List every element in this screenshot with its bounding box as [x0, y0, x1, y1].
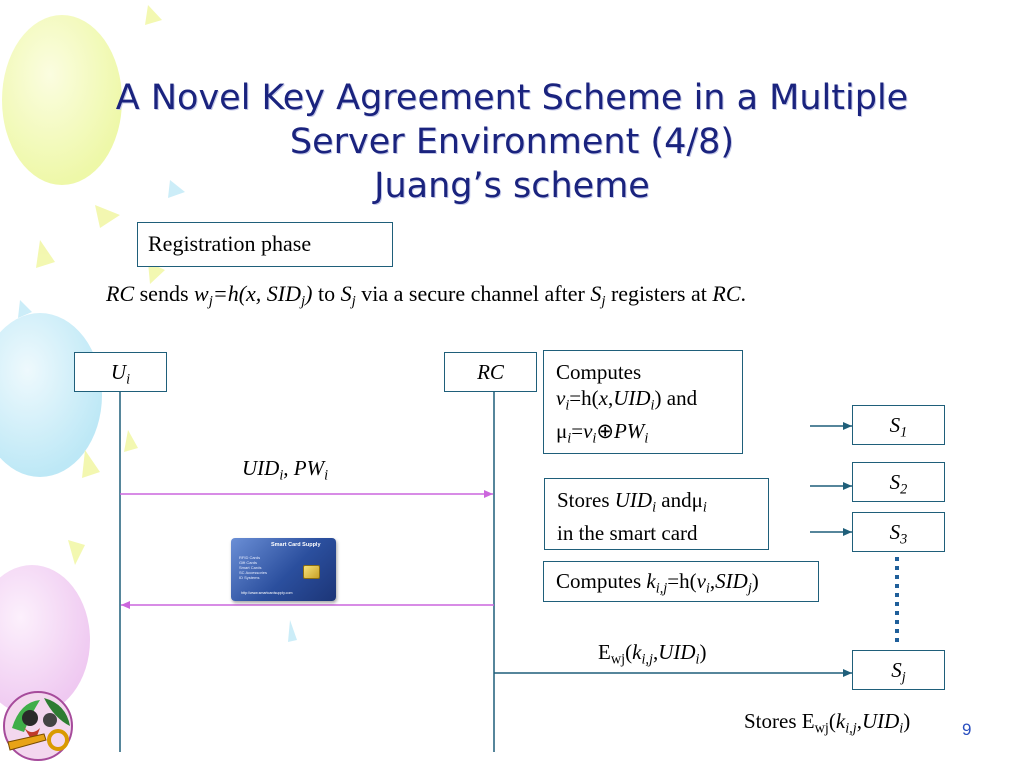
server-sj-box: Sj [852, 650, 945, 690]
compute-kij-box: Computes ki,j=h(vi,SIDj) [543, 561, 819, 602]
server-s1-box: S1 [852, 405, 945, 445]
intro-sentence: RC sends wj=h(x, SIDj) to Sj via a secur… [106, 281, 746, 310]
msg-ewj-label: Ewj(ki,j,UIDi) [598, 640, 707, 668]
page-number: 9 [962, 720, 972, 739]
stores-final-label: Stores Ewj(ki,j,UIDi) [744, 709, 911, 737]
title-line-2: Server Environment (4/8) [289, 122, 735, 162]
rc-actor-box: RC [444, 352, 537, 392]
yellow-balloon [2, 15, 122, 185]
smart-card-image: Smart Card Supply RFID Cards Gift Cards … [231, 538, 336, 601]
card-url: http://www.smartcardsupply.com [241, 591, 293, 595]
confetti-blue [18, 180, 297, 642]
key-logo [3, 691, 73, 761]
title-line-1: A Novel Key Agreement Scheme in a Multip… [115, 78, 909, 118]
card-feature-list: RFID Cards Gift Cards Smart Cards SC Acc… [239, 555, 268, 580]
card-title: Smart Card Supply [271, 542, 321, 548]
card-chip [303, 565, 320, 579]
store-smart-card-box: Stores UIDi andμi in the smart card [544, 478, 769, 550]
pink-balloon [0, 565, 90, 715]
slide-title: A Novel Key Agreement Scheme in a Multip… [62, 76, 962, 208]
title-line-3: Juang’s scheme [374, 166, 650, 206]
confetti-shapes [36, 5, 165, 565]
server-s3-box: S3 [852, 512, 945, 552]
phase-label: Registration phase [148, 231, 312, 256]
server-s2-box: S2 [852, 462, 945, 502]
phase-label-box: Registration phase [137, 222, 393, 267]
user-actor-box: Ui [74, 352, 167, 392]
compute-vi-box: Computes vi=h(x,UIDi) and μi=vi⊕PWi [543, 350, 743, 454]
msg-uid-pw-label: UIDi, PWi [242, 456, 329, 484]
